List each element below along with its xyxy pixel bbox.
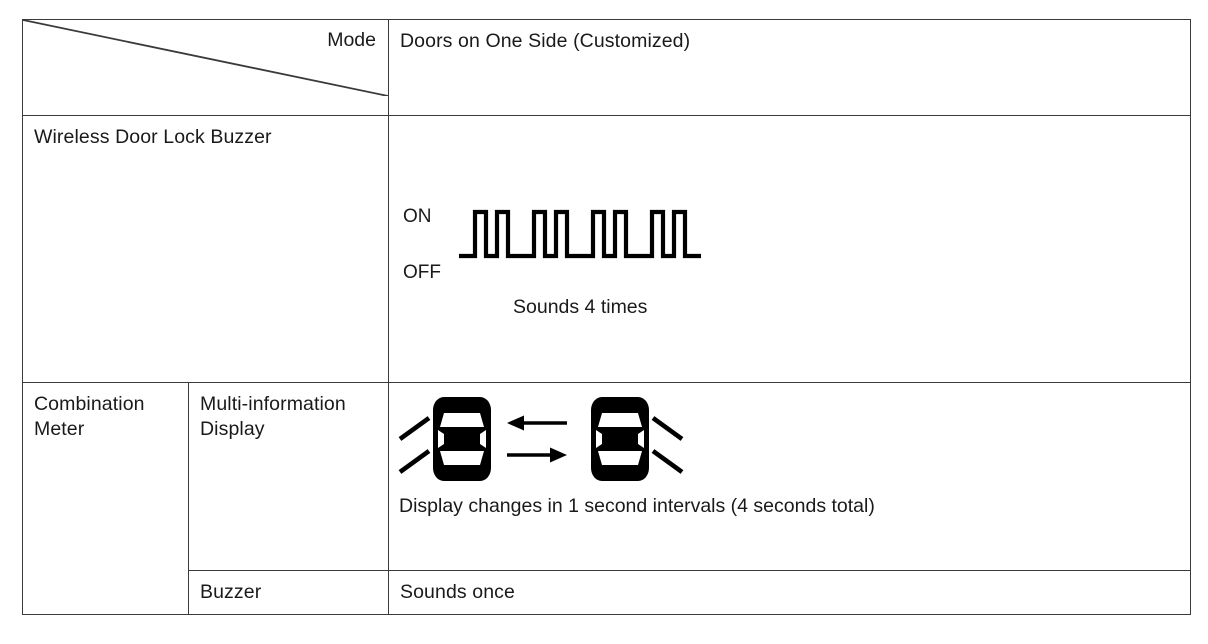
mode-value-cell: Doors on One Side (Customized) [388,19,1191,116]
row-label-wireless-door-lock-buzzer: Wireless Door Lock Buzzer [22,114,389,384]
row-label-text: Combination Meter [34,393,145,441]
waveform-caption: Sounds 4 times [513,295,648,318]
display-animation-caption: Display changes in 1 second intervals (4… [399,495,875,518]
diagonal-divider-line [23,20,388,96]
sub-label-buzzer: Buzzer [188,570,389,615]
table-header-row: Mode Doors on One Side (Customized) [22,19,1191,116]
buzzer-value-text: Sounds once [400,581,515,604]
display-animation-cell: Display changes in 1 second intervals (4… [388,382,1191,572]
sub-label-text: Multi-information Display [200,393,346,441]
waveform-cell: ON OFF Sounds 4 times [388,114,1191,384]
waveform-pulse-train [459,209,701,258]
table-row: Wireless Door Lock Buzzer ON OFF Sounds … [22,114,1191,384]
arrow-right [507,447,567,463]
sub-label-multi-information-display: Multi-information Display [188,382,389,572]
buzzer-waveform-diagram: ON OFF Sounds 4 times [401,202,821,330]
corner-diagonal-wrapper: Mode [23,20,388,96]
corner-header-cell: Mode [22,19,389,116]
buzzer-value-cell: Sounds once [388,570,1191,615]
car-top-view-right [591,397,684,482]
waveform-on-label: ON [403,205,432,227]
display-animation-diagram: Display changes in 1 second intervals (4… [395,391,915,533]
table-row: Combination Meter Multi-information Disp… [22,382,1191,615]
mode-value-text: Doors on One Side (Customized) [400,30,691,52]
row-label-combination-meter: Combination Meter [22,382,189,615]
waveform-off-label: OFF [403,261,441,283]
mode-specification-table: Mode Doors on One Side (Customized) Wire… [22,19,1191,615]
row-label-text: Wireless Door Lock Buzzer [34,125,272,148]
car-top-view-left [398,397,491,482]
arrow-left [507,415,567,431]
car-icons-and-arrows [398,397,684,482]
table-row: Buzzer Sounds once [23,570,1191,615]
column-header-mode: Mode [327,29,376,51]
sub-label-text: Buzzer [200,581,262,604]
